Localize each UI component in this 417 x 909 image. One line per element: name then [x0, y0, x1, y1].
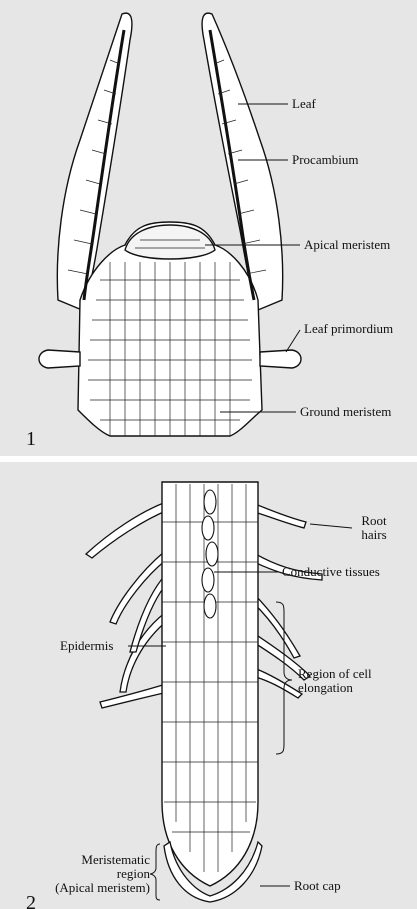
label-root-hairs-line2: hairs	[352, 528, 396, 542]
figure-1-panel: Leaf Procambium Apical meristem Leaf pri…	[0, 0, 417, 456]
label-root-hairs: Root hairs	[352, 514, 396, 542]
label-region-line2: elongation	[298, 681, 372, 695]
label-region-of-cell-elongation: Region of cell elongation	[298, 667, 372, 695]
label-ground-meristem: Ground meristem	[300, 405, 391, 419]
label-conductive-tissues: Conductive tissues	[282, 565, 380, 579]
label-epidermis: Epidermis	[60, 639, 113, 653]
label-meristematic-line2: region	[50, 867, 150, 881]
label-apical-meristem: Apical meristem	[304, 238, 390, 252]
figure-number-2: 2	[26, 892, 36, 909]
right-leaf-primordium	[260, 350, 301, 368]
figure-number-1: 1	[26, 428, 36, 451]
label-leaf-primordium: Leaf primordium	[304, 322, 393, 336]
root-hairs-leader	[310, 524, 352, 528]
leaf-primordium-leader	[286, 330, 300, 352]
left-leaf-primordium	[39, 350, 80, 368]
label-meristematic-region: Meristematic region (Apical meristem)	[50, 853, 150, 895]
label-region-line1: Region of cell	[298, 667, 372, 681]
label-leaf: Leaf	[292, 97, 316, 111]
label-root-hairs-line1: Root	[352, 514, 396, 528]
label-root-cap: Root cap	[294, 879, 341, 893]
meristematic-brace	[150, 844, 160, 900]
figure-2-panel: Root hairs Conductive tissues Epidermis …	[0, 462, 417, 909]
shoot-tip-illustration	[0, 0, 417, 456]
label-meristematic-line1: Meristematic	[50, 853, 150, 867]
label-procambium: Procambium	[292, 153, 358, 167]
label-meristematic-line3: (Apical meristem)	[50, 881, 150, 895]
